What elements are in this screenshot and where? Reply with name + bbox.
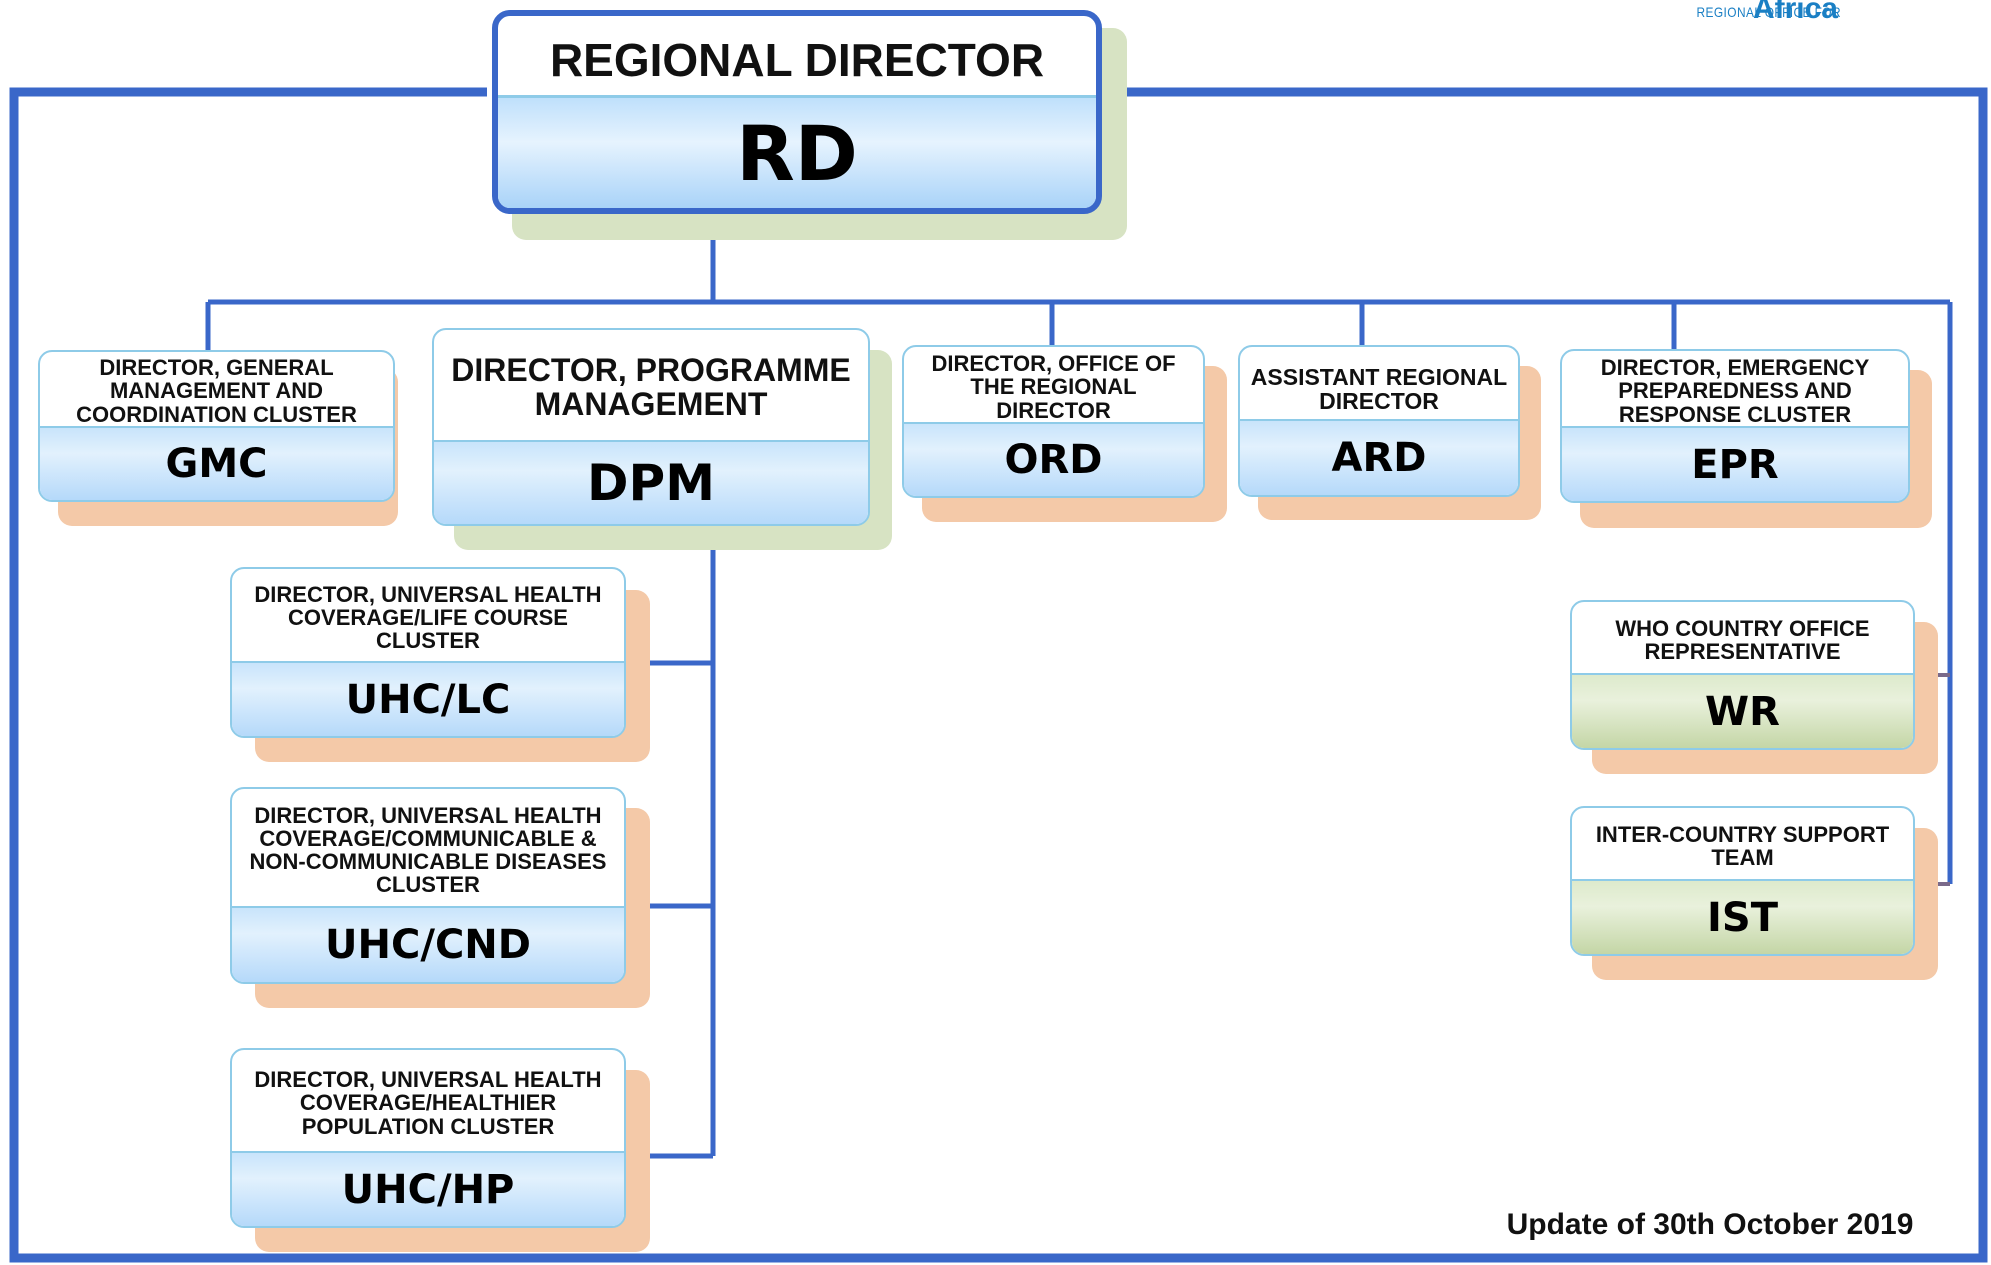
wr-code: WR [1572, 673, 1913, 748]
ord-title: DIRECTOR, OFFICE OF THE REGIONAL DIRECTO… [931, 351, 1176, 423]
ist-code: IST [1572, 879, 1913, 954]
uhccnd-title: DIRECTOR, UNIVERSAL HEALTH COVERAGE/COMM… [249, 802, 607, 898]
epr-title: DIRECTOR, EMERGENCY PREPAREDNESS AND RES… [1600, 355, 1870, 427]
logo-region-text: REGIONAL OFFICE FOR [1696, 4, 1841, 20]
ard-title: ASSISTANT REGIONAL DIRECTOR [1250, 363, 1508, 414]
gmc-code: GMC [40, 426, 393, 500]
rd-box: REGIONAL DIRECTOR RD [492, 10, 1102, 214]
ist-box: INTER-COUNTRY SUPPORT TEAM IST [1570, 806, 1915, 956]
gmc-box: DIRECTOR, GENERAL MANAGEMENT AND COORDIN… [38, 350, 395, 502]
update-note: Update of 30th October 2019 [1506, 1208, 1914, 1241]
ist-title: INTER-COUNTRY SUPPORT TEAM [1595, 821, 1890, 870]
uhccnd-box: DIRECTOR, UNIVERSAL HEALTH COVERAGE/COMM… [230, 787, 626, 984]
epr-box: DIRECTOR, EMERGENCY PREPAREDNESS AND RES… [1560, 349, 1910, 503]
logo-africa-text: Africa [1752, 0, 1838, 25]
rd-code: RD [498, 95, 1096, 208]
gmc-title: DIRECTOR, GENERAL MANAGEMENT AND COORDIN… [76, 355, 357, 427]
ard-box: ASSISTANT REGIONAL DIRECTOR ARD [1238, 345, 1520, 497]
ord-box: DIRECTOR, OFFICE OF THE REGIONAL DIRECTO… [902, 345, 1205, 498]
uhchp-title: DIRECTOR, UNIVERSAL HEALTH COVERAGE/HEAL… [254, 1067, 602, 1139]
uhchp-code: UHC/HP [232, 1151, 624, 1226]
ard-code: ARD [1240, 419, 1518, 495]
dpm-code: DPM [434, 440, 868, 524]
uhccnd-code: UHC/CND [232, 906, 624, 982]
uhclc-box: DIRECTOR, UNIVERSAL HEALTH COVERAGE/LIFE… [230, 567, 626, 738]
who-logo: REGIONAL OFFICE FOR Africa [1591, 0, 1991, 30]
rd-title: REGIONAL DIRECTOR [549, 33, 1045, 86]
ord-code: ORD [904, 422, 1203, 496]
outer-frame-line [9, 87, 1988, 1263]
wr-box: WHO COUNTRY OFFICE REPRESENTATIVE WR [1570, 600, 1915, 750]
dpm-box: DIRECTOR, PROGRAMME MANAGEMENT DPM [432, 328, 870, 526]
uhclc-title: DIRECTOR, UNIVERSAL HEALTH COVERAGE/LIFE… [254, 581, 602, 654]
epr-code: EPR [1562, 426, 1908, 501]
wr-title: WHO COUNTRY OFFICE REPRESENTATIVE [1615, 615, 1870, 664]
uhclc-code: UHC/LC [232, 661, 624, 736]
uhchp-box: DIRECTOR, UNIVERSAL HEALTH COVERAGE/HEAL… [230, 1048, 626, 1228]
dpm-title: DIRECTOR, PROGRAMME MANAGEMENT [451, 351, 851, 422]
